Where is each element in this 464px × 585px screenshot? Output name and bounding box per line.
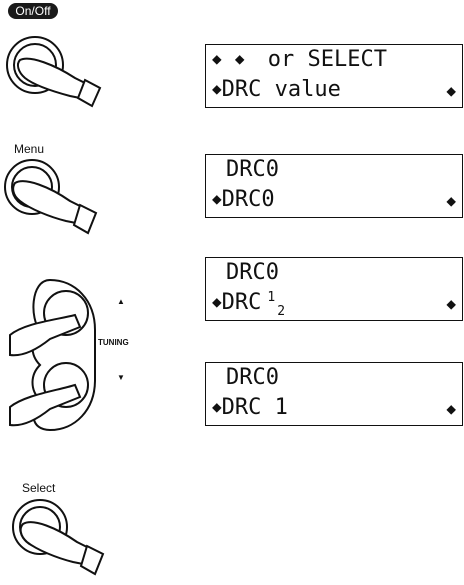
- lcd-line1-text: DRC0: [226, 157, 279, 182]
- lcd-line2-text: DRC: [222, 290, 262, 315]
- lcd-line1-text: or SELECT: [268, 47, 387, 72]
- lcd-line2-subscript: 2: [277, 304, 285, 319]
- lcd-display-4: DRC0 ◆DRC 1 ◆: [205, 362, 463, 426]
- lcd-line1-text: DRC0: [226, 365, 279, 390]
- lcd-line2-text: DRC 1: [222, 395, 288, 420]
- right-arrow-icon: ◆: [446, 294, 456, 313]
- right-arrow-icon: ◆: [446, 191, 456, 210]
- tuning-label: TUNING: [98, 338, 129, 347]
- press-tuning-buttons-hand-icon: [0, 275, 110, 435]
- left-arrow-icon: ◆: [212, 292, 222, 311]
- press-menu-hand-icon: [0, 155, 120, 250]
- lcd-line2-text: DRC0: [222, 187, 275, 212]
- lcd-display-1: ◆ ◆ or SELECT ◆DRC value ◆: [205, 44, 463, 108]
- right-arrow-icon: ◆: [235, 49, 245, 68]
- lcd-line2-superscript: 1: [267, 290, 275, 305]
- on-off-button-label: On/Off: [8, 3, 58, 19]
- lcd-display-2: DRC0 ◆DRC0 ◆: [205, 154, 463, 218]
- press-select-hand-icon: [5, 492, 125, 585]
- right-arrow-icon: ◆: [446, 81, 456, 100]
- left-arrow-icon: ◆: [212, 189, 222, 208]
- press-on-off-hand-icon: [0, 20, 120, 115]
- tuning-down-icon: ▼: [117, 373, 125, 382]
- left-arrow-icon: ◆: [212, 49, 222, 68]
- menu-button-label: Menu: [14, 142, 44, 156]
- lcd-line2-text: DRC value: [222, 77, 341, 102]
- left-arrow-icon: ◆: [212, 397, 222, 416]
- right-arrow-icon: ◆: [446, 399, 456, 418]
- lcd-line1-text: DRC0: [226, 260, 279, 285]
- left-arrow-icon: ◆: [212, 79, 222, 98]
- tuning-up-icon: ▲: [117, 297, 125, 306]
